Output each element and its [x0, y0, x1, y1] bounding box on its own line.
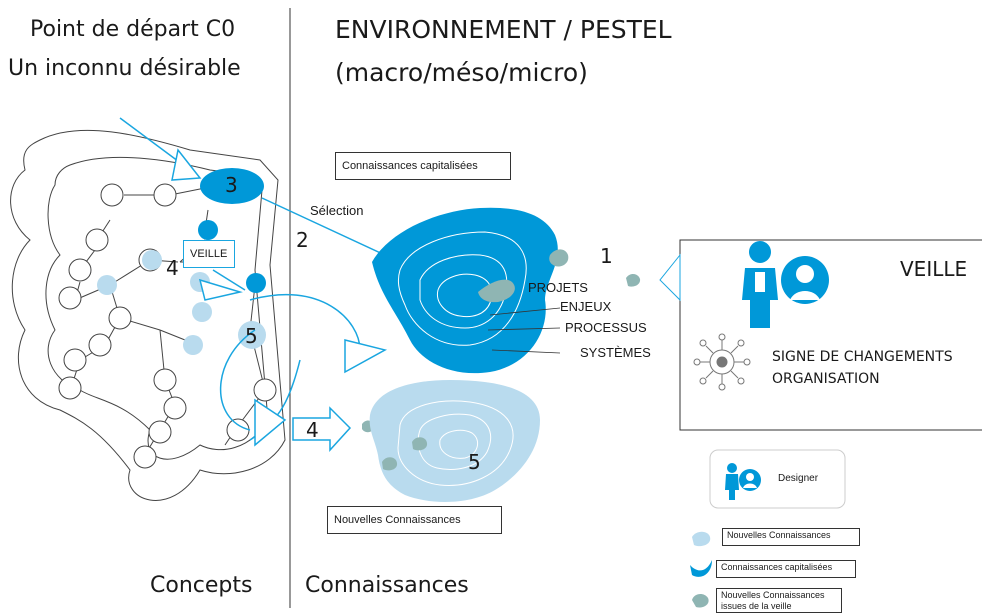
veille-panel	[679, 239, 982, 431]
number-1: 1	[600, 244, 613, 268]
projets-label: PROJETS	[528, 280, 588, 295]
capitalised-knowledge-box: Connaissances capitalisées	[335, 152, 511, 180]
veille-panel-pointer	[659, 253, 681, 302]
legend-veille: Nouvelles Connaissances issues de la vei…	[716, 588, 842, 613]
new-knowledge-contours	[397, 400, 514, 486]
designer-card	[709, 449, 846, 509]
number-5-blob: 5	[468, 450, 481, 474]
signal-line2: ORGANISATION	[772, 371, 880, 387]
concepts-label: Concepts	[150, 573, 253, 598]
concept-dark-nodes	[198, 168, 266, 293]
loop-arrowhead-1	[344, 339, 388, 374]
legend-veille-line2: issues de la veille	[721, 601, 792, 611]
concept-light-nodes	[97, 250, 266, 355]
network-gear-icon	[693, 333, 751, 391]
designer-icon	[725, 463, 761, 500]
new-knowledge-box: Nouvelles Connaissances	[327, 506, 502, 534]
person-icon	[742, 241, 829, 328]
label-leaders	[487, 307, 561, 354]
loop-arrowhead-2	[254, 398, 287, 447]
number-3: 3	[225, 173, 238, 197]
arrow-4	[292, 406, 352, 452]
selection-label: Sélection	[310, 203, 364, 218]
legend-new-knowledge: Nouvelles Connaissances	[722, 528, 860, 546]
concept-cloud	[10, 129, 286, 501]
designer-label: Designer	[778, 473, 819, 484]
number-4-left: 4	[166, 256, 179, 280]
legend-capitalised: Connaissances capitalisées	[716, 560, 856, 578]
systemes-label: SYSTÈMES	[580, 345, 651, 360]
processus-label: PROCESSUS	[565, 320, 647, 335]
legend-veille-line1: Nouvelles Connaissances	[721, 590, 825, 600]
new-knowledge-blob	[369, 380, 540, 502]
number-2: 2	[296, 228, 309, 252]
connaissances-label: Connaissances	[305, 573, 469, 598]
legend-swatch-veille	[692, 594, 709, 608]
new-knowledge-pieces	[382, 437, 428, 471]
selection-line	[261, 197, 401, 263]
enjeux-label: ENJEUX	[560, 299, 612, 314]
arrow-to-3	[119, 117, 202, 181]
signal-line1: SIGNE DE CHANGEMENTS	[772, 349, 953, 365]
legend-swatch-new	[692, 531, 711, 547]
legend-swatch-capitalised	[690, 560, 712, 577]
right-title-line1: ENVIRONNEMENT / PESTEL	[335, 15, 672, 44]
veille-tag: VEILLE	[183, 240, 235, 268]
number-5-left: 5	[245, 324, 258, 348]
veille-panel-title: VEILLE	[900, 257, 968, 281]
left-title-line2: Un inconnu désirable	[8, 56, 241, 81]
number-4-arrow: 4	[306, 418, 319, 442]
right-title-line2: (macro/méso/micro)	[335, 58, 588, 87]
left-title-line1: Point de départ C0	[30, 17, 236, 42]
